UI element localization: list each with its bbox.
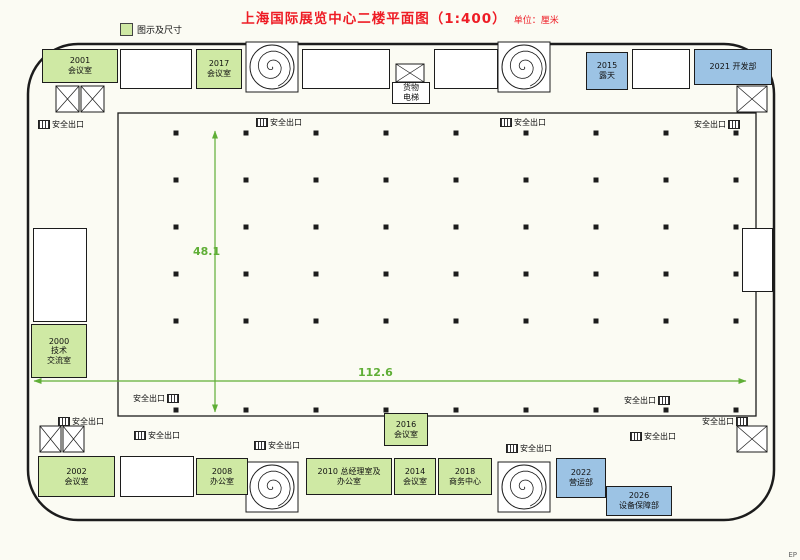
exhibition-hall-wall — [117, 112, 757, 417]
spiral-staircase-icon — [245, 461, 299, 513]
column-marker — [593, 130, 599, 136]
column-marker — [593, 318, 599, 324]
column-marker — [173, 130, 179, 136]
column-marker — [313, 407, 319, 413]
column-marker — [523, 224, 529, 230]
column-marker — [173, 318, 179, 324]
column-marker — [313, 130, 319, 136]
spiral-staircase-icon — [497, 41, 551, 93]
elevator-icon — [736, 85, 768, 113]
column-marker — [313, 177, 319, 183]
column-marker — [173, 407, 179, 413]
column-marker — [453, 224, 459, 230]
column-marker — [383, 130, 389, 136]
column-marker — [383, 407, 389, 413]
building-walls — [26, 42, 776, 522]
column-marker — [523, 177, 529, 183]
spiral-staircase-icon — [497, 461, 551, 513]
column-marker — [313, 271, 319, 277]
column-marker — [173, 177, 179, 183]
column-marker — [593, 271, 599, 277]
column-marker — [663, 224, 669, 230]
column-marker — [383, 318, 389, 324]
column-marker — [733, 177, 739, 183]
dimensions: 48.1 112.6 — [33, 130, 747, 413]
column-marker — [243, 224, 249, 230]
column-marker — [523, 130, 529, 136]
page-title: 上海国际展览中心二楼平面图（1:400） 单位：厘米 — [0, 7, 800, 27]
plan-title: 上海国际展览中心二楼平面图（1:400） — [241, 11, 507, 27]
column-marker — [733, 407, 739, 413]
column-marker — [243, 177, 249, 183]
column-marker — [313, 318, 319, 324]
column-grid — [173, 130, 739, 413]
legend-swatch-icon — [120, 23, 133, 36]
column-marker — [663, 177, 669, 183]
column-marker — [663, 318, 669, 324]
column-marker — [243, 130, 249, 136]
column-marker — [243, 318, 249, 324]
dimension-label: 112.6 — [358, 366, 393, 379]
elevator-icon — [39, 425, 62, 453]
column-marker — [663, 130, 669, 136]
column-marker — [593, 407, 599, 413]
plan-unit-label: 单位：厘米 — [513, 16, 559, 26]
footer-mark: EP — [788, 551, 797, 559]
elevator-icon — [62, 425, 85, 453]
column-marker — [453, 177, 459, 183]
column-marker — [383, 177, 389, 183]
column-marker — [523, 271, 529, 277]
column-marker — [523, 407, 529, 413]
column-marker — [733, 271, 739, 277]
elevator-icon — [736, 425, 768, 453]
column-marker — [243, 407, 249, 413]
legend-label: 图示及尺寸 — [137, 26, 183, 36]
column-marker — [663, 271, 669, 277]
column-marker — [453, 271, 459, 277]
column-marker — [383, 224, 389, 230]
column-marker — [733, 224, 739, 230]
elevators — [39, 63, 768, 453]
column-marker — [453, 318, 459, 324]
dimension-label: 48.1 — [193, 245, 220, 258]
legend: 图示及尺寸 — [120, 23, 182, 36]
elevator-icon — [80, 85, 105, 113]
column-marker — [453, 130, 459, 136]
column-marker — [663, 407, 669, 413]
column-marker — [733, 318, 739, 324]
column-marker — [593, 224, 599, 230]
column-marker — [523, 318, 529, 324]
column-marker — [453, 407, 459, 413]
column-marker — [243, 271, 249, 277]
column-marker — [383, 271, 389, 277]
column-marker — [593, 177, 599, 183]
elevator-icon — [55, 85, 80, 113]
staircases — [245, 41, 551, 513]
outer-wall — [26, 42, 776, 522]
column-marker — [173, 224, 179, 230]
column-marker — [733, 130, 739, 136]
column-marker — [173, 271, 179, 277]
column-marker — [313, 224, 319, 230]
spiral-staircase-icon — [245, 41, 299, 93]
elevator-icon — [395, 63, 425, 83]
